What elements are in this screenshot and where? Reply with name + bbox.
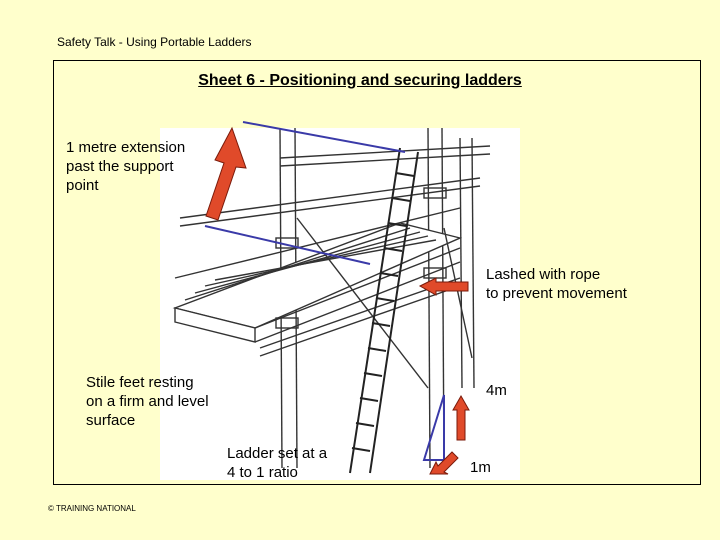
base-label: 1m xyxy=(470,459,491,476)
lashed-label-line-1: Lashed with rope xyxy=(486,266,601,283)
extension-label-line-3: point xyxy=(66,177,99,194)
height-label: 4m xyxy=(486,382,507,399)
lashed-label: Lashed with rope to prevent movement xyxy=(486,265,627,303)
copyright-notice: © TRAINING NATIONAL xyxy=(48,504,136,513)
stile-label-line-3: surface xyxy=(86,412,136,429)
ratio-label-line-1: Ladder set at a xyxy=(227,445,328,462)
extension-label-line-2: past the support xyxy=(66,158,174,175)
stile-feet-label: Stile feet resting on a firm and level s… xyxy=(86,373,209,430)
content-panel xyxy=(53,60,701,485)
lashed-label-line-2: to prevent movement xyxy=(486,285,627,302)
scaffold-ladder-illustration xyxy=(160,128,520,480)
extension-label: 1 metre extension past the support point xyxy=(66,138,185,195)
sheet-title: Sheet 6 - Positioning and securing ladde… xyxy=(198,72,522,89)
stile-label-line-1: Stile feet resting xyxy=(86,374,194,391)
ratio-label-line-2: 4 to 1 ratio xyxy=(227,464,298,481)
stile-label-line-2: on a firm and level xyxy=(86,393,209,410)
document-header: Safety Talk - Using Portable Ladders xyxy=(57,35,252,49)
extension-label-line-1: 1 metre extension xyxy=(66,139,186,156)
ratio-label: Ladder set at a 4 to 1 ratio xyxy=(227,444,327,482)
